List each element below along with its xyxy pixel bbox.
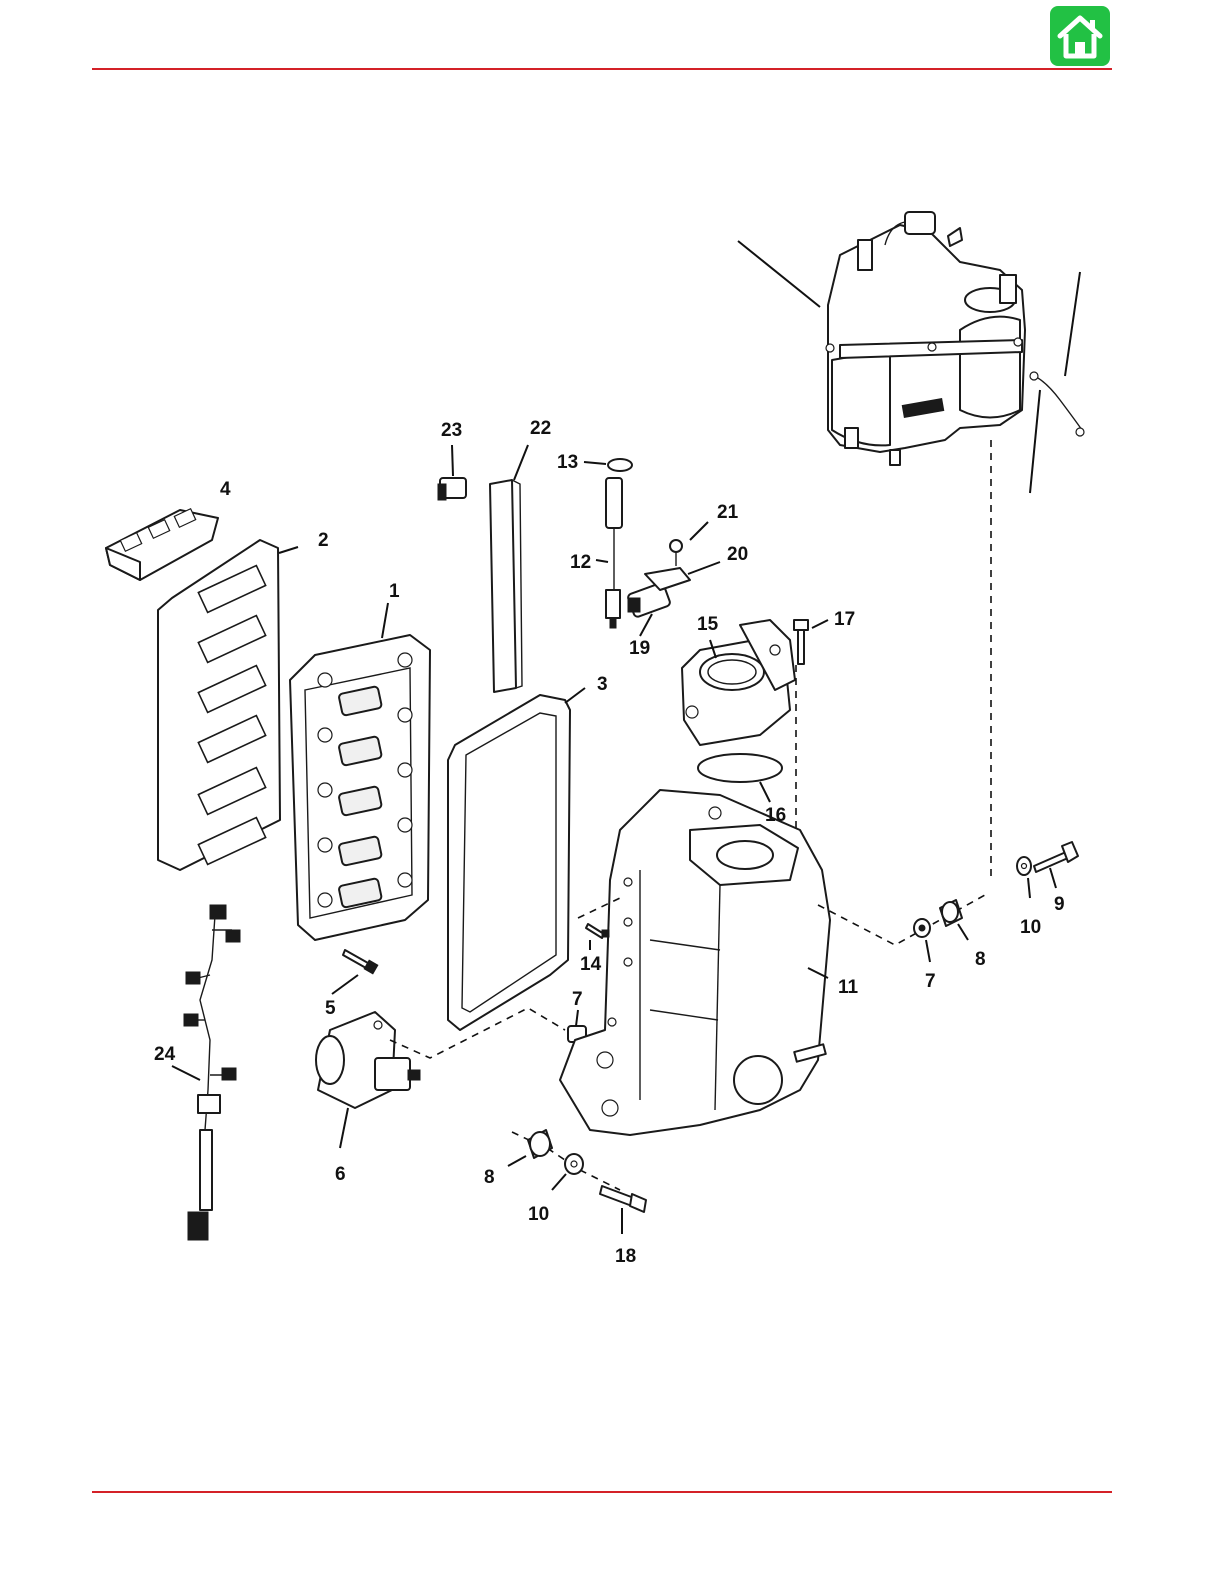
leader-21 (690, 522, 708, 540)
callout-22: 22 (530, 418, 551, 439)
callout-labels: 1 2 3 4 5 6 7 7 8 8 9 10 10 11 12 13 14 … (154, 418, 1065, 1267)
leader-3 (565, 688, 585, 703)
leader-10-right (1028, 878, 1030, 898)
callout-23: 23 (441, 420, 462, 441)
callout-6: 6 (335, 1164, 346, 1185)
callout-21: 21 (717, 502, 739, 523)
leader-16 (760, 782, 770, 802)
leader-separator-right (1065, 272, 1080, 376)
callout-10-right: 10 (1020, 917, 1041, 938)
part-7-bushing-right (914, 919, 930, 937)
leader-6 (340, 1108, 348, 1148)
leader-23 (452, 445, 453, 476)
leader-17 (812, 620, 828, 628)
part-21-screw (670, 540, 682, 566)
callout-18: 18 (615, 1246, 636, 1267)
leader-13 (584, 462, 606, 464)
part-5-screw (343, 950, 378, 974)
part-2-gasket (158, 540, 280, 870)
leader-20 (688, 562, 720, 574)
callout-7-right: 7 (925, 971, 936, 992)
leader-2 (279, 547, 298, 553)
part-1-plate (290, 635, 430, 940)
callout-20: 20 (727, 544, 748, 565)
leader-12 (596, 560, 608, 562)
leader-7-lower (576, 1010, 578, 1026)
callout-12: 12 (570, 552, 591, 573)
callout-17: 17 (834, 609, 855, 630)
leader-8-bottom (508, 1156, 526, 1166)
callout-4: 4 (220, 479, 231, 500)
callout-11: 11 (838, 977, 859, 998)
part-6-solenoid (316, 1012, 420, 1108)
part-8-grommet-bottom (528, 1130, 552, 1158)
leader-24 (172, 1066, 200, 1080)
part-13-o-ring (608, 459, 632, 471)
part-12-sensor (606, 478, 622, 628)
callout-8-bottom: 8 (484, 1167, 495, 1188)
callout-13: 13 (557, 452, 578, 473)
part-10-washer-right (1017, 857, 1031, 875)
part-16-o-ring (698, 754, 782, 782)
callout-16: 16 (765, 805, 786, 826)
leader-22 (514, 445, 528, 480)
callout-8-right: 8 (975, 949, 986, 970)
leader-5 (332, 975, 358, 994)
part-10-washer-bottom (565, 1154, 583, 1174)
leader-separator-left (738, 241, 820, 307)
callout-15: 15 (697, 614, 719, 635)
part-17-bolt (794, 620, 808, 664)
part-14-screw (586, 924, 609, 938)
callout-19: 19 (629, 638, 650, 659)
callout-1: 1 (389, 581, 400, 602)
callout-24: 24 (154, 1044, 176, 1065)
callout-14: 14 (580, 954, 602, 975)
part-4-coil-block (106, 509, 218, 580)
part-22-fuel-rail (490, 480, 522, 692)
part-3-gasket (448, 695, 570, 1030)
part-15-throttle-body (682, 620, 795, 745)
callout-7-lower: 7 (572, 989, 583, 1010)
vapor-separator-assembly (826, 212, 1084, 465)
callout-10-bottom: 10 (528, 1204, 549, 1225)
leader-19 (640, 614, 652, 636)
part-23-fitting (438, 478, 466, 500)
leader-1 (382, 603, 388, 638)
part-8-grommet-right (940, 900, 962, 926)
part-9-bolt (1034, 842, 1078, 872)
leader-10-bottom (552, 1174, 566, 1190)
callout-2: 2 (318, 530, 329, 551)
leader-ground-wire (1030, 390, 1040, 493)
part-24-wire-harness (184, 905, 240, 1240)
callout-3: 3 (597, 674, 608, 695)
callout-9: 9 (1054, 894, 1065, 915)
callout-5: 5 (325, 998, 336, 1019)
leader-8-right (958, 924, 968, 940)
leader-9 (1050, 868, 1056, 888)
leader-7-right (926, 940, 930, 962)
